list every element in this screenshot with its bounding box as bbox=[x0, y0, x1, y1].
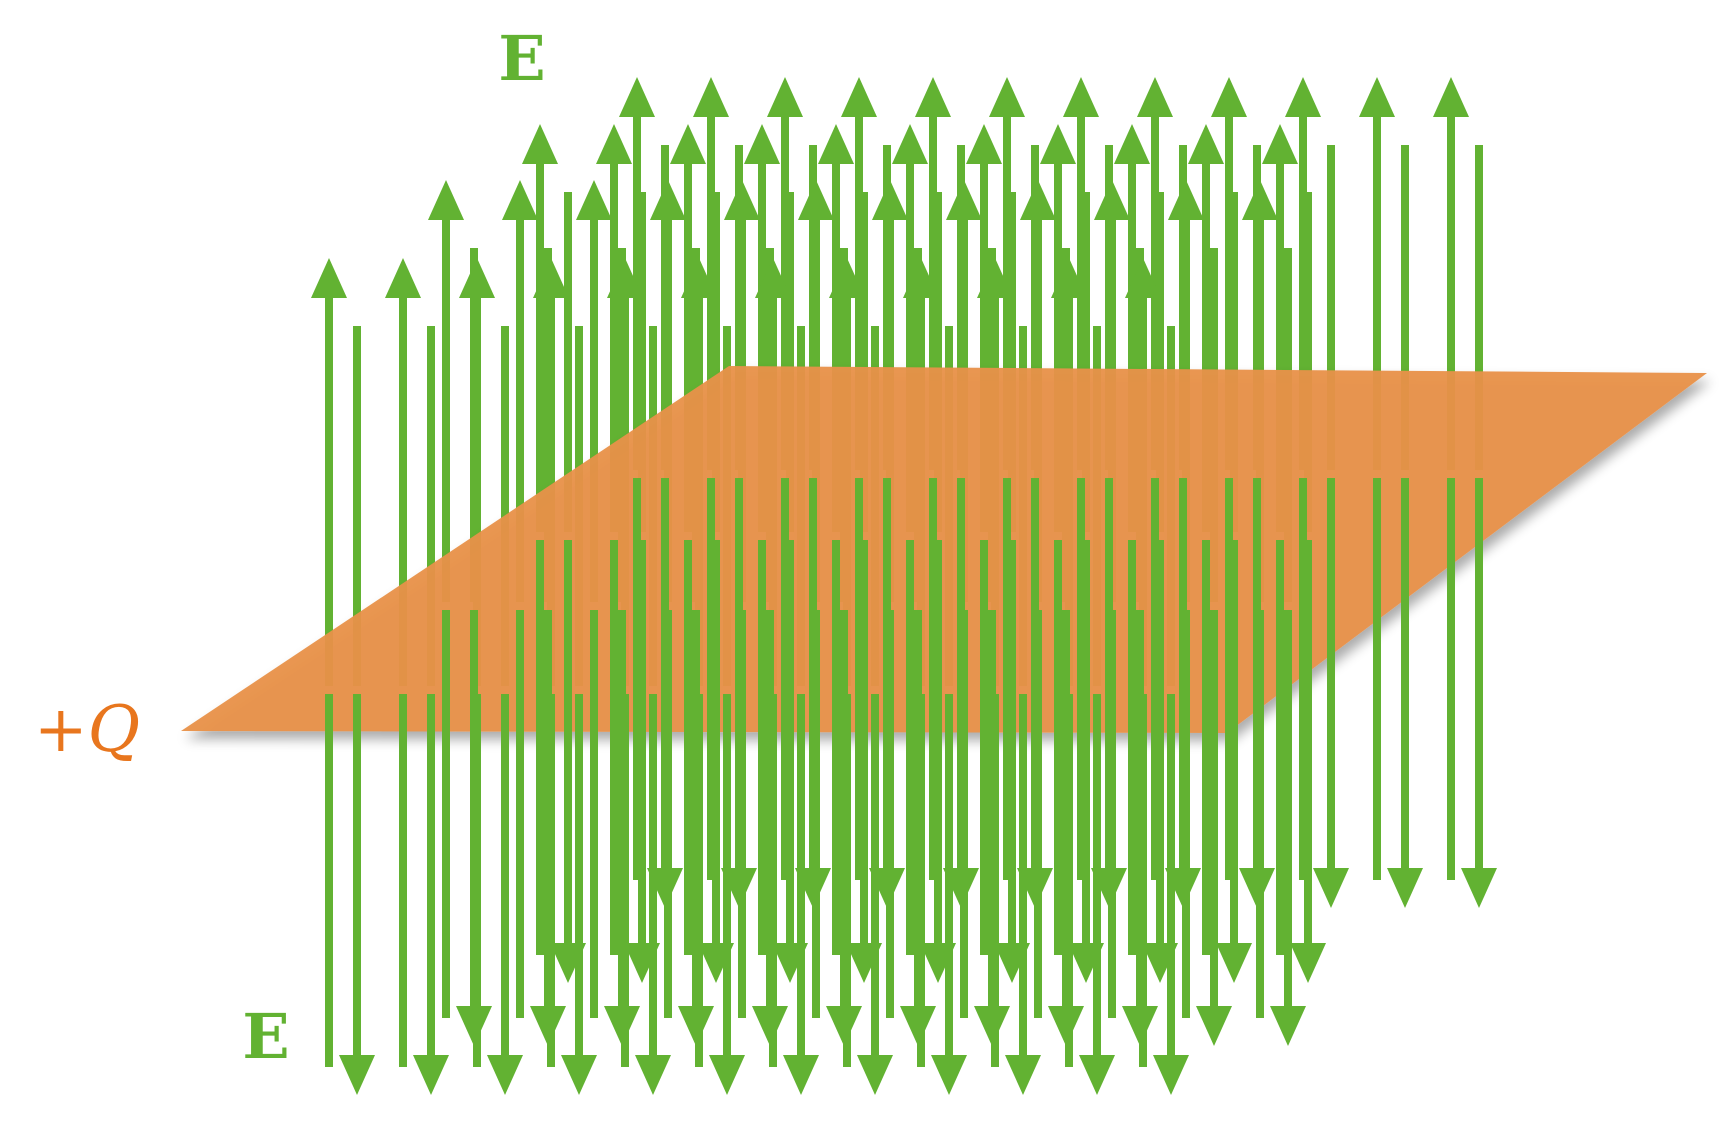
charge-label: +Q bbox=[34, 693, 140, 767]
charge-sign: + bbox=[34, 693, 88, 767]
field-line-front bbox=[1299, 478, 1349, 908]
field-line-front bbox=[1202, 540, 1252, 983]
field-line-front bbox=[547, 694, 597, 1095]
field-line-front bbox=[399, 694, 449, 1095]
field-line-front bbox=[991, 694, 1041, 1095]
field-line-front bbox=[1139, 694, 1189, 1095]
charged-sheet bbox=[181, 366, 1707, 733]
field-line-front bbox=[769, 694, 819, 1095]
field-label-top: E bbox=[498, 22, 545, 95]
field-line-front bbox=[1256, 610, 1306, 1046]
charge-symbol: Q bbox=[88, 693, 140, 767]
field-line-front bbox=[1276, 540, 1326, 983]
field-line-front bbox=[473, 694, 523, 1095]
field-line-front bbox=[843, 694, 893, 1095]
field-line-front bbox=[695, 694, 745, 1095]
field-line-front bbox=[325, 694, 375, 1095]
field-line-front bbox=[917, 694, 967, 1095]
field-label-bottom: E bbox=[242, 1000, 289, 1073]
field-lines-front-of-sheet bbox=[325, 478, 1497, 1095]
field-line-front bbox=[1182, 610, 1232, 1046]
field-line-front bbox=[1065, 694, 1115, 1095]
field-line-front bbox=[1373, 478, 1423, 908]
field-line-front bbox=[621, 694, 671, 1095]
field-line-front bbox=[1447, 478, 1497, 908]
